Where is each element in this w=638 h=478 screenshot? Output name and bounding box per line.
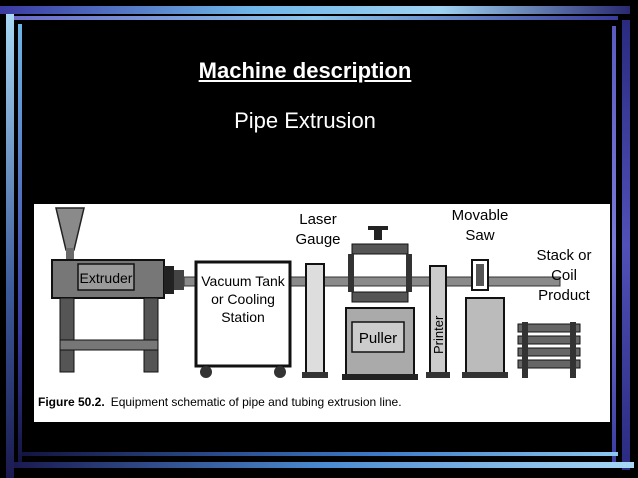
stack-label-line1: Stack or [536, 247, 591, 264]
stack-rack-left [522, 322, 528, 378]
extruder-leg-left [59, 297, 75, 373]
saw-base [462, 372, 508, 378]
printer-label: Printer [431, 315, 446, 354]
printer-base [426, 372, 450, 378]
vacuum-tank-wheel-left [200, 366, 212, 378]
laser-gauge-label-line2: Gauge [295, 231, 340, 248]
hopper-shape [55, 207, 85, 251]
extruder-label: Extruder [80, 270, 133, 286]
stack-label-line3: Product [538, 287, 591, 304]
extruder-label-box [77, 263, 135, 291]
extruder-die [164, 266, 174, 294]
extrusion-line-schematic: Extruder Vacuum Tank or Cooling Station … [38, 207, 592, 409]
laser-gauge-label-line1: Laser [299, 211, 337, 228]
saw-blade [476, 264, 484, 286]
bottom-frame-bar [14, 462, 634, 468]
extrusion-diagram-panel: Extruder Vacuum Tank or Cooling Station … [34, 204, 610, 422]
vacuum-tank-wheel-right [274, 366, 286, 378]
puller-post-right [406, 254, 412, 292]
right-frame-bar [622, 20, 630, 470]
hopper-neck [66, 248, 74, 260]
left-frame-bar [6, 14, 14, 478]
laser-gauge-body [305, 263, 325, 377]
stack-pipe-3 [517, 347, 581, 357]
vacuum-tank-body [194, 260, 292, 368]
puller-handle [374, 226, 382, 240]
bottom-frame-bar-inner [22, 452, 618, 456]
puller-base [342, 374, 418, 380]
vacuum-tank-label-line1: Vacuum Tank [201, 273, 286, 289]
figure-caption-prefix: Figure 50.2. [38, 395, 105, 409]
laser-gauge-base [302, 372, 328, 378]
puller-post-left [348, 254, 354, 292]
left-frame-bar-inner [18, 24, 22, 464]
stack-pipe-4 [517, 359, 581, 369]
saw-label-line1: Movable [452, 207, 509, 224]
figure-caption-text: Equipment schematic of pipe and tubing e… [111, 395, 402, 409]
stack-rack-right [570, 322, 576, 378]
slide-title: Machine description [198, 58, 412, 83]
extruder-leg-right [143, 297, 159, 373]
slide-subtitle: Pipe Extrusion [234, 108, 376, 133]
stack-pipe-1 [517, 323, 581, 333]
top-frame-bar [0, 6, 630, 14]
stack-pipe-2 [517, 335, 581, 345]
extruder-base [59, 339, 159, 351]
saw-body [465, 297, 505, 377]
right-frame-bar-inner [612, 26, 616, 466]
puller-handle-top [368, 226, 388, 230]
top-frame-bar-inner [14, 16, 618, 20]
vacuum-tank-label-line2: or Cooling [211, 291, 275, 307]
puller-bottom-roller [351, 291, 409, 303]
puller-label-box [351, 321, 405, 353]
saw-label-line2: Saw [465, 227, 494, 244]
figure-caption: Figure 50.2. Equipment schematic of pipe … [38, 395, 402, 409]
puller-top-roller [351, 243, 409, 255]
vacuum-tank-label-line3: Station [221, 309, 265, 325]
puller-label: Puller [359, 330, 397, 347]
extruder-die-tip [174, 270, 184, 290]
stack-label-line2: Coil [551, 267, 577, 284]
